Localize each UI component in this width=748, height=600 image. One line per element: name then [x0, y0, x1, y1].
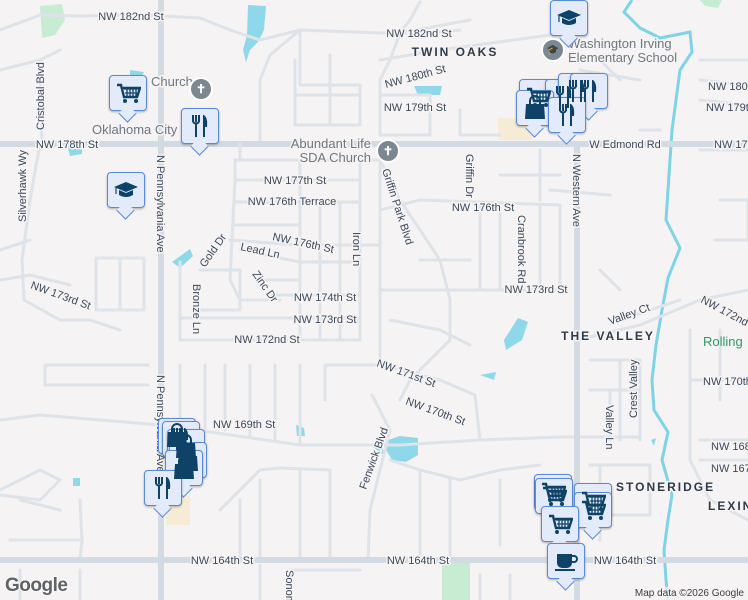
- neighborhood-label: LEXINGTON: [708, 499, 748, 513]
- street-label: NW 172nd St: [699, 294, 748, 335]
- street-label: NW 182nd St: [98, 11, 163, 23]
- park-area: [40, 4, 65, 38]
- street-label: NW 179th St: [384, 102, 446, 114]
- street-label: Griffin Park Blvd: [379, 167, 415, 246]
- street-label: NW 179th: [706, 102, 748, 114]
- street-label: Griffin Dr: [463, 154, 475, 198]
- street-label: NW 170th: [703, 376, 748, 388]
- map-attribution[interactable]: Map data ©2026 Google: [630, 587, 748, 600]
- place-label: Abundant Life: [291, 136, 371, 151]
- street-label: Sonoma: [283, 570, 295, 600]
- coffee-marker[interactable]: [547, 543, 585, 579]
- place-label: Washington Irving: [568, 36, 672, 51]
- place-label: Elementary School: [568, 50, 677, 65]
- shopping-icon: [176, 434, 196, 458]
- park-label: Rolling: [703, 334, 743, 349]
- street-label: W Edmond Rd: [589, 139, 661, 151]
- street-label: NW 168: [711, 441, 748, 453]
- street-label: NW 169th St: [213, 419, 275, 431]
- street-label: Cristobal Blvd: [35, 62, 47, 130]
- street-label: NW 174th St: [294, 292, 356, 304]
- school-icon: [557, 10, 581, 25]
- grocery-icon: [117, 83, 141, 103]
- place-labels: Church Oklahoma City Abundant Life SDA C…: [91, 35, 748, 515]
- street-label: Cranbrook Rd: [515, 215, 527, 283]
- restaurant-icon: [559, 104, 575, 126]
- street-label: NW 173rd St: [294, 314, 357, 326]
- school-pin-icon[interactable]: 🎓: [541, 38, 565, 62]
- street-label: NW 164th St: [594, 555, 656, 567]
- school-marker[interactable]: [550, 0, 588, 36]
- grocery-marker[interactable]: [574, 492, 612, 528]
- street-label: NW 170th St: [404, 396, 467, 429]
- restaurant-marker[interactable]: [144, 470, 182, 506]
- neighborhood-label: TWIN OAKS: [412, 45, 499, 59]
- street-label: NW 164th St: [387, 555, 449, 567]
- street-label: Valley Ln: [603, 405, 615, 449]
- restaurant-icon: [192, 115, 208, 137]
- street-label: NW 173rd St: [505, 284, 568, 296]
- grocery-marker[interactable]: [109, 75, 147, 111]
- street-label: NW 178th St: [36, 139, 98, 151]
- street-label: NW 164th St: [191, 555, 253, 567]
- park-area: [700, 0, 722, 8]
- street-label: NW 180th: [708, 81, 748, 93]
- restaurant-icon: [556, 86, 572, 108]
- restaurant-icon: [581, 80, 597, 102]
- street-label: Fenwick Blvd: [358, 426, 391, 491]
- restaurant-icon: [155, 477, 171, 499]
- park-area: [442, 562, 470, 600]
- street-label: Silverhawk Wy: [17, 149, 29, 222]
- shopping-icon: [525, 95, 545, 119]
- church-pin-icon[interactable]: ✝: [189, 77, 213, 101]
- restaurant-marker[interactable]: [181, 108, 219, 144]
- creek: [622, 0, 694, 600]
- google-logo[interactable]: Google: [5, 575, 68, 596]
- grocery-marker[interactable]: [541, 506, 579, 542]
- place-label: Church: [151, 74, 193, 89]
- grocery-icon: [582, 500, 606, 520]
- neighborhood-label: STONERIDGE: [616, 480, 715, 494]
- street-label: NW 176th Terrace: [248, 196, 336, 208]
- neighborhood-label: THE VALLEY: [561, 329, 655, 343]
- coffee-icon: [555, 554, 578, 571]
- church-pin-icon[interactable]: ✝: [376, 139, 400, 163]
- place-label: Oklahoma City: [92, 122, 178, 137]
- street-label: Iron Ln: [350, 232, 362, 266]
- street-label: NW 172nd St: [234, 334, 299, 346]
- school-marker[interactable]: [107, 172, 145, 208]
- street-label: N Western Ave: [570, 154, 582, 227]
- street-label: NW 176th St: [271, 231, 334, 256]
- street-label: NW 167: [711, 463, 748, 475]
- street-label: NW 177th St: [264, 175, 326, 187]
- shopping-icon: [174, 455, 194, 479]
- grocery-icon: [549, 514, 573, 534]
- place-label: SDA Church: [299, 150, 371, 165]
- school-icon: [114, 182, 138, 197]
- street-label: Gold Dr: [198, 232, 230, 270]
- street-label: Crest Valley: [628, 359, 640, 418]
- grocery-icon: [543, 486, 567, 506]
- street-label: NW 178th St: [714, 139, 748, 151]
- street-label: NW 176th St: [452, 202, 514, 214]
- shopping-marker[interactable]: [516, 90, 554, 126]
- street-label: N Pennsylvania Ave: [154, 155, 166, 253]
- street-label: NW 182nd St: [386, 28, 451, 40]
- grocery-marker[interactable]: [535, 478, 573, 514]
- street-label: Bronze Ln: [190, 284, 202, 334]
